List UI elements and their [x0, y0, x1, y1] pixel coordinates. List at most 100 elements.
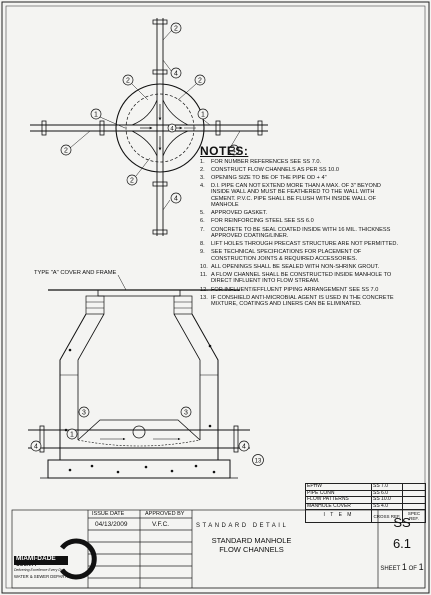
note-item: 11.A FLOW CHANNEL SHALL BE CONSTRUCTED I… — [200, 272, 400, 285]
note-item: 1. FOR NUMBER REFERENCES SEE SS 7.0. — [200, 159, 400, 166]
note-item: 5. APPROVED GASKET. — [200, 210, 400, 217]
svg-text:4: 4 — [174, 71, 178, 78]
note-number: 3. — [200, 174, 205, 181]
note-number: 7. — [200, 226, 205, 233]
sheet-code: SS — [393, 515, 411, 530]
logo-tagline: Delivering Excellence Every Day — [14, 568, 65, 572]
svg-text:4: 4 — [34, 444, 38, 451]
note-text: ALL OPENINGS SHALL BE SEALED WITH NON-SH… — [211, 263, 380, 270]
svg-text:4: 4 — [170, 127, 174, 133]
plan-callouts: 2 4 2 2 1 2 1 4 2 4 4 — [60, 22, 240, 204]
plan-callout: 4 — [170, 67, 182, 79]
section-callout: 13 — [252, 454, 264, 466]
note-item: 10.ALL OPENINGS SHALL BE SEALED WITH NON… — [200, 264, 400, 271]
plan-callout: 2 — [170, 22, 182, 34]
plan-callout: 2 — [60, 144, 72, 156]
notes-list: 1. FOR NUMBER REFERENCES SEE SS 7.0. 2. CON… — [200, 159, 400, 308]
svg-text:1: 1 — [94, 112, 98, 119]
note-item: 8. LIFT HOLES THROUGH PRECAST STRUCTURE A… — [200, 241, 400, 248]
note-number: 9. — [200, 249, 205, 256]
plan-callout: 1 — [197, 108, 209, 120]
note-number: 11. — [200, 271, 208, 278]
approved-by-label: APPROVED BY — [145, 511, 185, 517]
note-number: 13. — [200, 294, 208, 301]
title-block-frame — [11, 509, 426, 589]
svg-text:4: 4 — [232, 148, 236, 155]
note-text: APPROVED GASKET. — [211, 210, 268, 217]
issue-date-label: ISSUE DATE — [92, 511, 125, 517]
plan-callout: 2 — [122, 74, 134, 86]
note-text: CONSTRUCT FLOW CHANNELS AS PER SS 10.0 — [211, 166, 339, 173]
svg-text:1: 1 — [70, 432, 74, 439]
note-text: FOR REINFORCING STEEL SEE SS 6.0 — [211, 218, 314, 225]
logo-text: MIAMI-DADE COUNTY Delivering Excellence … — [14, 555, 88, 580]
logo-line1: MIAMI-DADE — [16, 555, 56, 562]
svg-text:3: 3 — [82, 410, 86, 417]
notes-panel: NOTES: 1. FOR NUMBER REFERENCES SEE SS 7.… — [200, 144, 400, 309]
note-number: 1. — [200, 158, 205, 165]
sheet-number-block: SS 6.1 SHEET 1 OF 1 — [378, 512, 426, 572]
plan-callout: 2 — [194, 74, 206, 86]
svg-text:2: 2 — [198, 78, 202, 85]
svg-text:2: 2 — [64, 148, 68, 155]
section-callout: 3 — [180, 406, 192, 418]
section-callout: 3 — [78, 406, 90, 418]
note-number: 12. — [200, 286, 208, 293]
manhole-outer-circle — [115, 83, 205, 173]
plan-callout: 4 — [167, 123, 177, 133]
note-item: 7. CONCRETE TO BE SEAL COATED INSIDE WITH… — [200, 227, 400, 240]
note-text: OPENING SIZE TO BE OF THE PIPE OD + 4" — [211, 174, 327, 181]
svg-text:1: 1 — [201, 112, 205, 119]
note-text: FOR NUMBER REFERENCES SEE SS 7.0. — [211, 158, 322, 165]
svg-text:2: 2 — [126, 78, 130, 85]
svg-text:13: 13 — [255, 459, 262, 465]
section-callouts: 3 1 3 4 4 13 — [30, 406, 264, 466]
spec-ref-header: SPEC REF. — [402, 509, 426, 523]
plan-callout: 2 — [126, 174, 138, 186]
section-callout: 1 — [66, 428, 78, 440]
note-number: 6. — [200, 218, 205, 225]
note-number: 4. — [200, 182, 205, 189]
notes-heading: NOTES: — [200, 144, 249, 158]
standard-detail-label: STANDARD DETAIL — [196, 523, 289, 529]
svg-text:3: 3 — [184, 410, 188, 417]
note-text: FOR INFLUENT/EFFLUENT PIPING ARRANGEMENT… — [211, 286, 379, 293]
svg-text:4: 4 — [242, 444, 246, 451]
svg-text:2: 2 — [174, 26, 178, 33]
note-text: CONCRETE TO BE SEAL COATED INSIDE WITH 1… — [211, 226, 391, 240]
section-callout: 4 — [30, 440, 42, 452]
note-item: 12.FOR INFLUENT/EFFLUENT PIPING ARRANGEM… — [200, 287, 400, 294]
county-logo — [14, 538, 97, 580]
note-number: 8. — [200, 241, 205, 248]
note-text: SEE TECHNICAL SPECIFICATIONS FOR PLACEME… — [211, 249, 362, 262]
note-number: 10. — [200, 263, 208, 270]
section-view: TYPE "A" COVER AND FRAME — [28, 270, 250, 479]
note-item: 6. FOR REINFORCING STEEL SEE SS 6.0 — [200, 218, 400, 225]
note-item: 4. D.I. PIPE CAN NOT EXTEND MORE THAN A M… — [200, 183, 400, 209]
note-item: 2. CONSTRUCT FLOW CHANNELS AS PER SS 10.0 — [200, 167, 400, 174]
note-number: 5. — [200, 210, 205, 217]
plan-callout: 4 — [170, 192, 182, 204]
note-text: D.I. PIPE CAN NOT EXTEND MORE THAN A MAX… — [211, 182, 381, 209]
sheet-count: SHEET 1 OF 1 — [380, 562, 424, 572]
plan-callout: 1 — [90, 108, 102, 120]
note-number: 2. — [200, 166, 205, 173]
svg-text:2: 2 — [130, 178, 134, 185]
svg-text:4: 4 — [174, 196, 178, 203]
section-callout: 4 — [238, 440, 250, 452]
drawing-title: STANDARD MANHOLE FLOW CHANNELS — [200, 536, 303, 554]
note-text: LIFT HOLES THROUGH PRECAST STRUCTURE ARE… — [211, 241, 399, 248]
note-text: A FLOW CHANNEL SHALL BE CONSTRUCTED INSI… — [211, 271, 392, 285]
logo-department: WATER & SEWER DEPARTMENT — [14, 574, 79, 579]
note-item: 13.IF CONSHIELD ANTI-MICROBIAL AGENT IS … — [200, 295, 400, 308]
title-line-1: STANDARD MANHOLE — [211, 536, 292, 545]
note-item: 3. OPENING SIZE TO BE OF THE PIPE OD + 4" — [200, 175, 400, 182]
item-header: I T E M — [305, 509, 372, 523]
plan-callout: 4 — [228, 144, 240, 156]
note-item: 9. SEE TECHNICAL SPECIFICATIONS FOR PLACE… — [200, 249, 400, 262]
